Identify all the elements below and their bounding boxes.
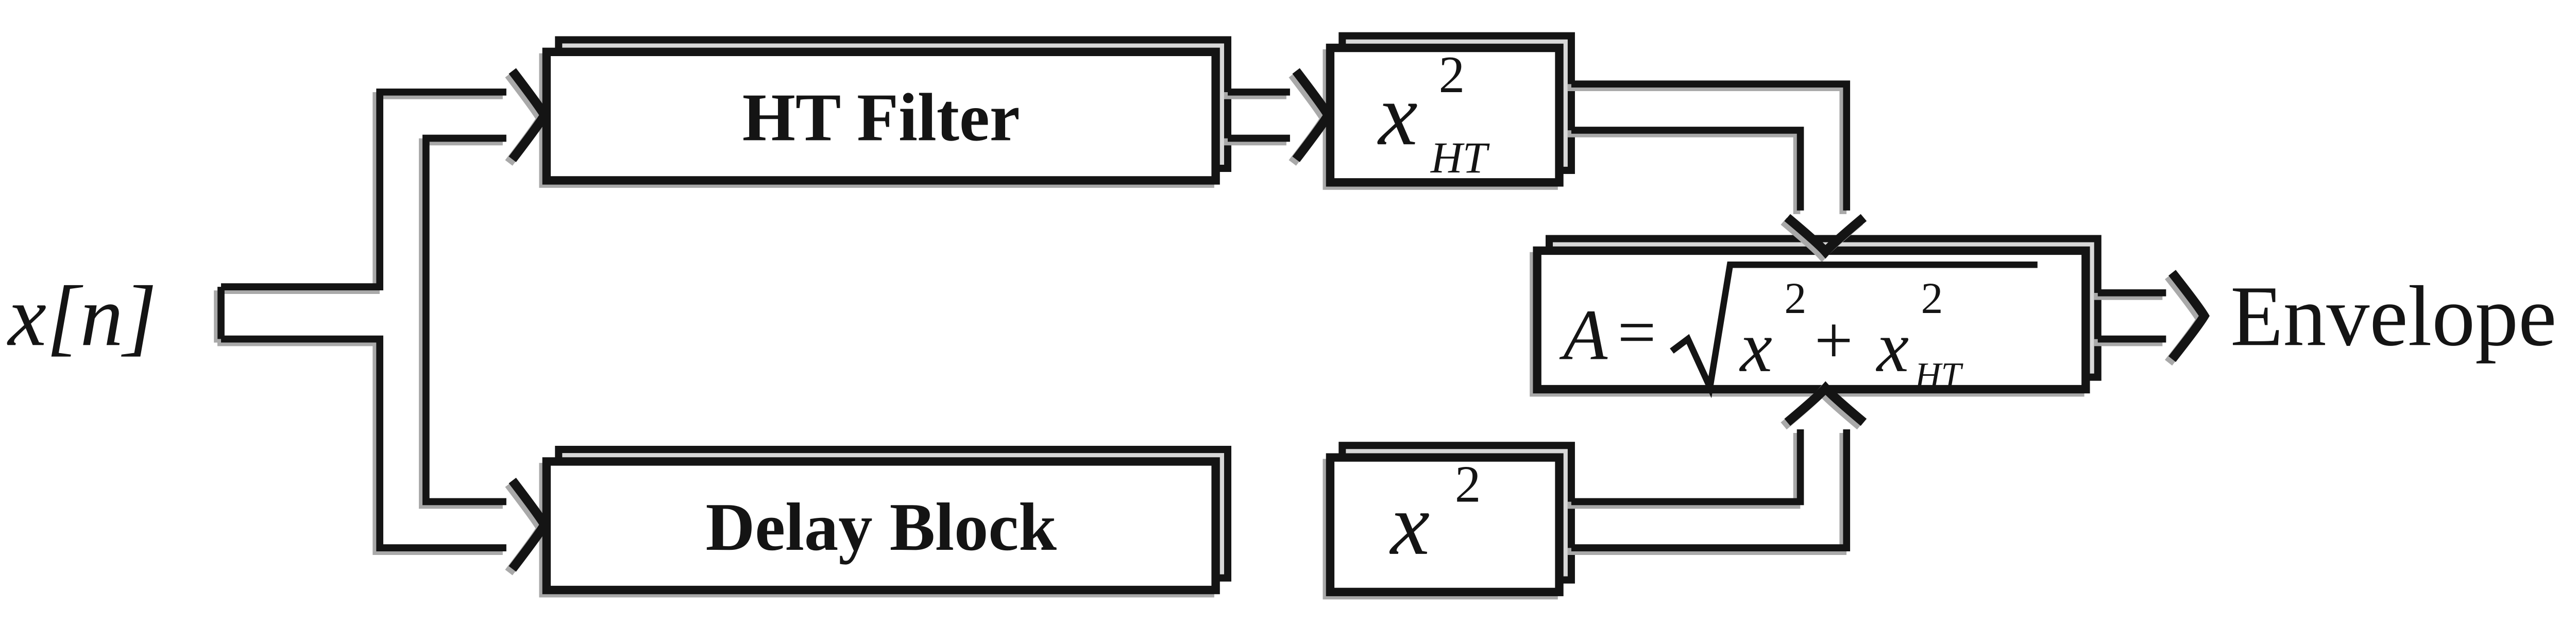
squarer-block [1323, 442, 1575, 600]
ht-filter-block [539, 36, 1232, 188]
radical-sign-icon [1670, 262, 2038, 398]
combiner-term1-exponent: 2 [1784, 274, 1806, 323]
combiner-formula: A = x 2 + x 2 HT [1559, 262, 2038, 398]
delay-block-label: Delay Block [706, 489, 1057, 565]
ht-filter-label: HT Filter [742, 80, 1020, 155]
input-signal-label: x[n] [7, 269, 157, 364]
squarer-base: x [1389, 476, 1430, 573]
combiner-term2-base: x [1876, 307, 1909, 387]
ht-filter-face [542, 47, 1220, 185]
squarer-face [1326, 453, 1564, 597]
combiner-term2-exponent: 2 [1921, 274, 1943, 323]
combiner-lhs: A [1559, 295, 1608, 375]
output-signal-label: Envelope [2230, 269, 2556, 364]
squarer-formula: x 2 [1389, 456, 1481, 573]
squarer-ht-base: x [1377, 66, 1418, 164]
squarer-ht-formula: x 2 HT [1377, 46, 1490, 182]
blocks-layer [539, 32, 2102, 600]
delay-block [539, 446, 1232, 598]
combiner-term2-subscript: HT [1914, 355, 1964, 395]
squarer-exponent: 2 [1455, 456, 1481, 513]
combiner-equals: = [1618, 294, 1656, 370]
squarer-ht-subscript: HT [1430, 133, 1490, 182]
combiner-block [1530, 235, 2102, 397]
squarer-ht-exponent: 2 [1439, 46, 1465, 103]
envelope-detector-block-diagram: x[n] Envelope HT Filter Delay Block x 2 … [7, 32, 2557, 600]
delay-face [542, 457, 1220, 595]
combiner-plus: + [1815, 302, 1853, 378]
combiner-term1-base: x [1739, 307, 1772, 387]
labels-layer: x[n] Envelope HT Filter Delay Block x 2 … [7, 46, 2557, 573]
